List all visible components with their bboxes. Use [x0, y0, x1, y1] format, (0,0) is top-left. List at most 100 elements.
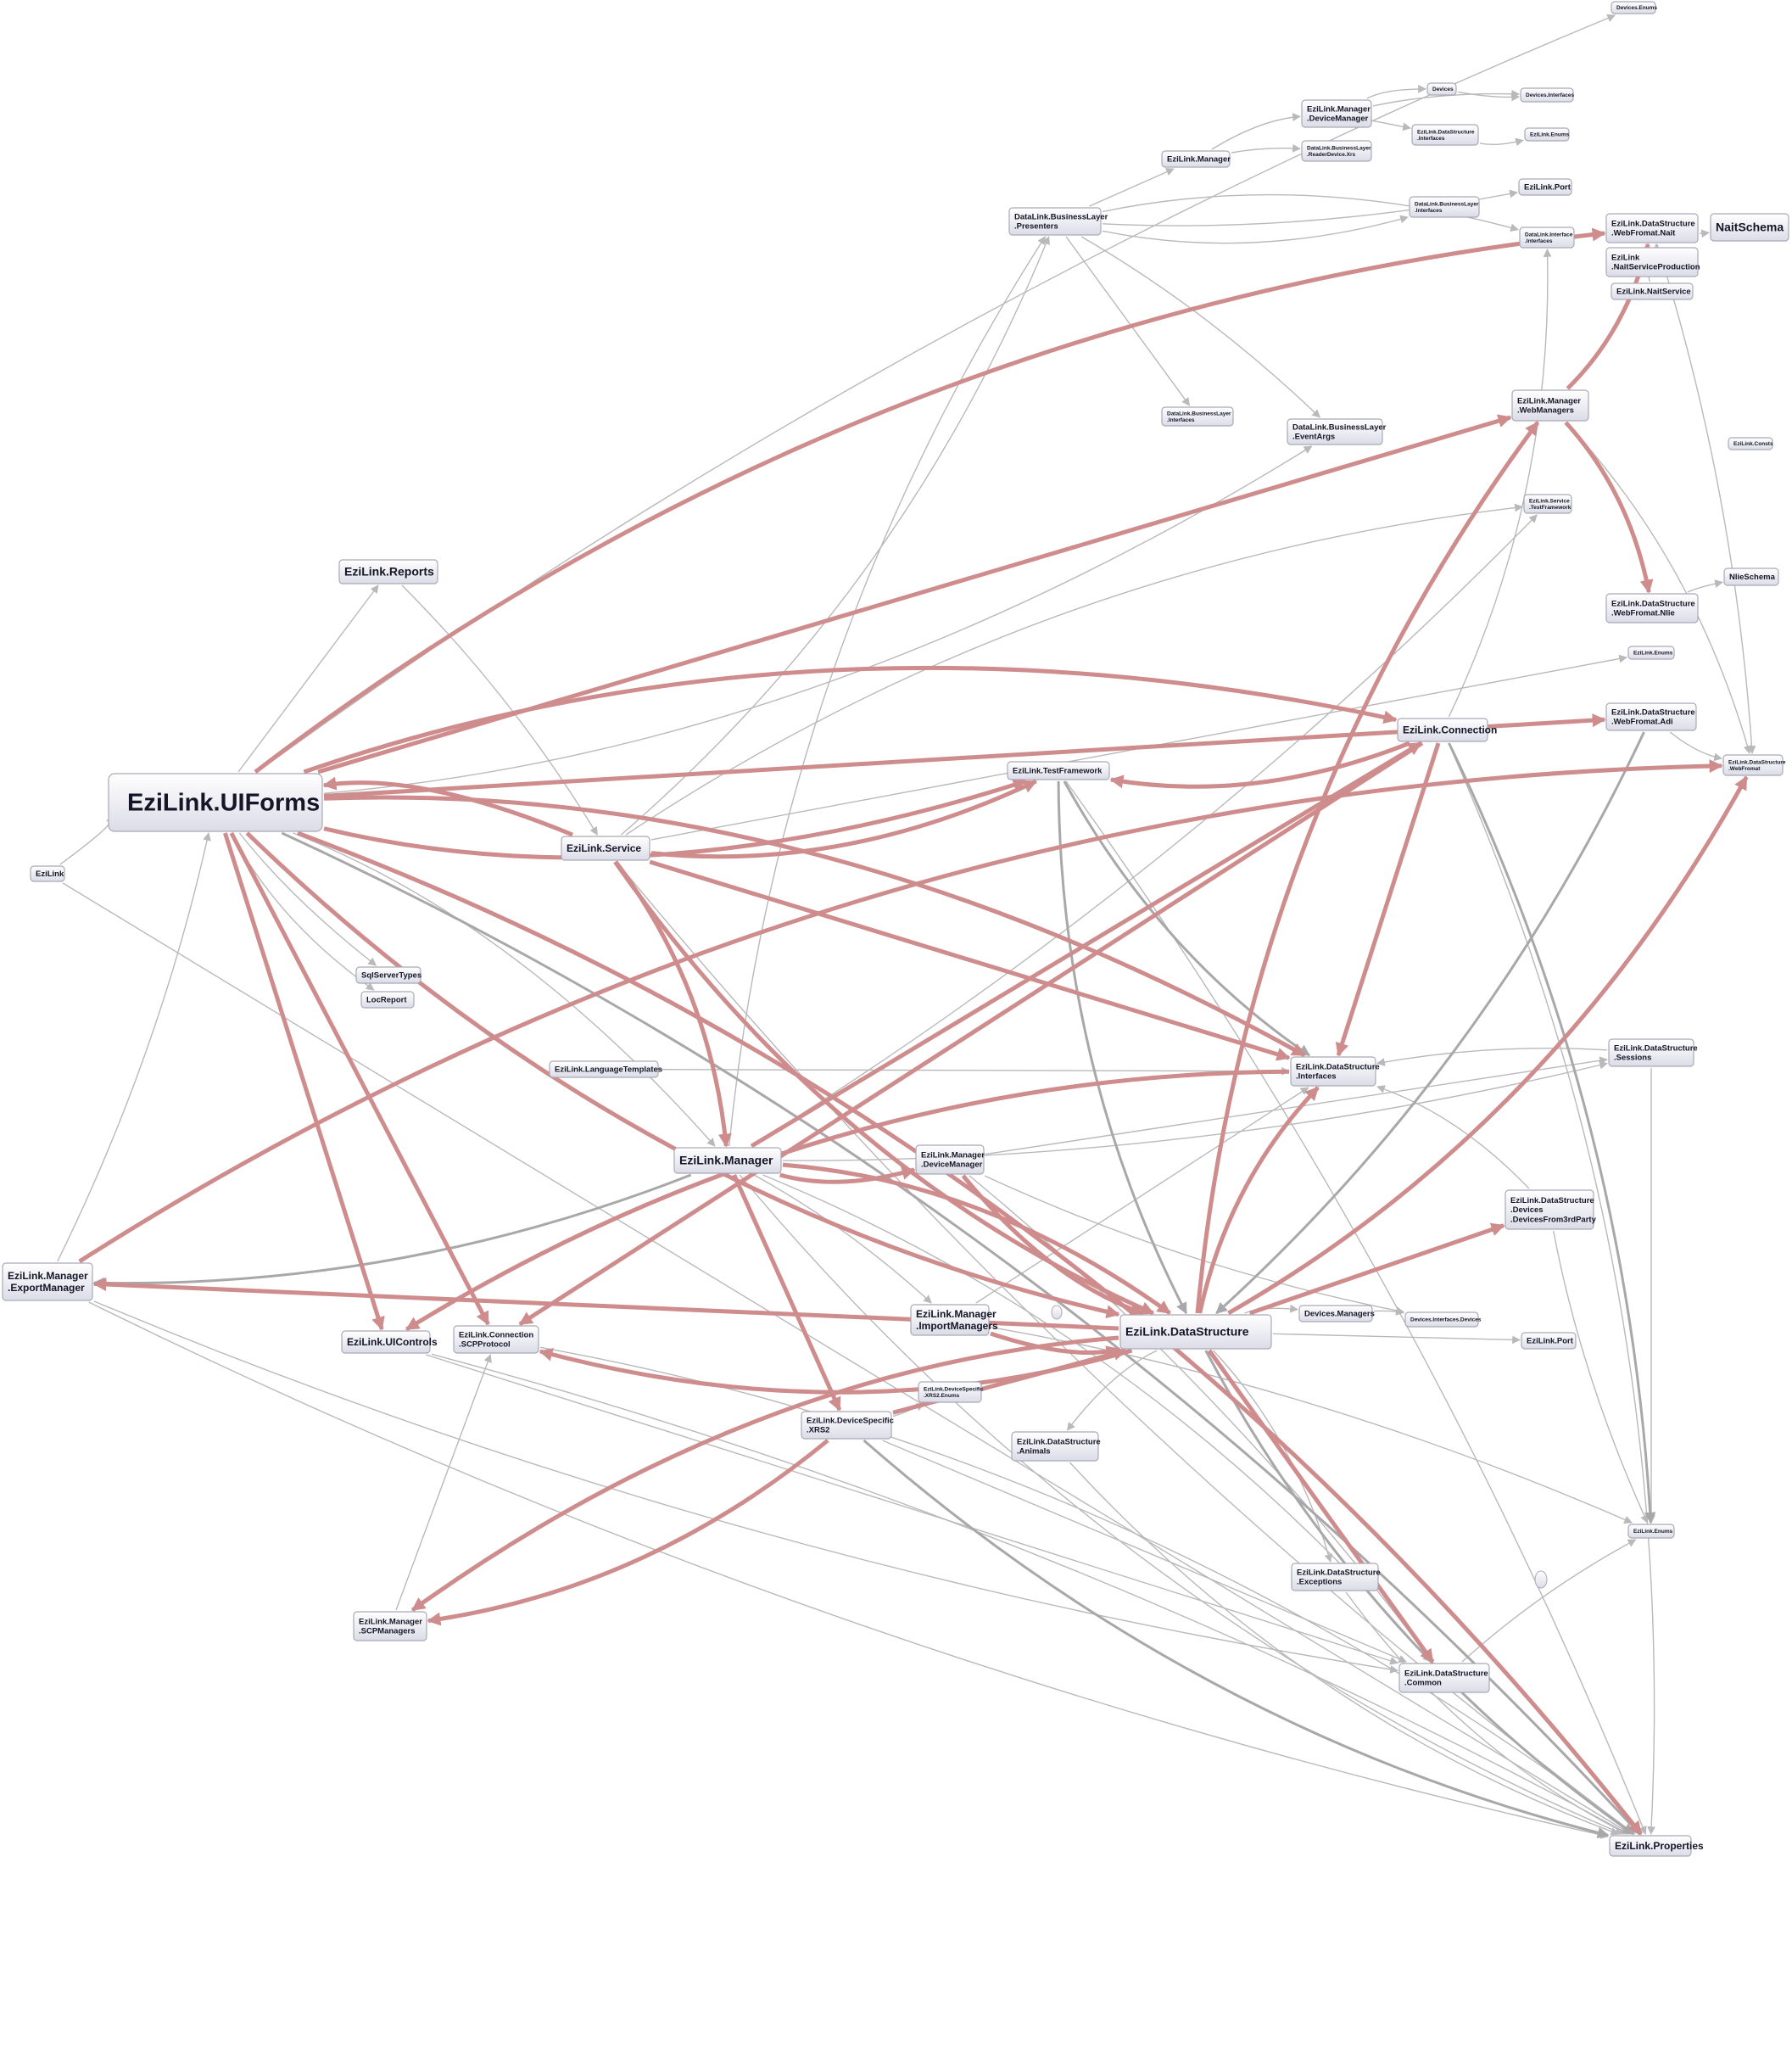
node-ds-exceptions[interactable]: EziLink.DataStructure.Exceptions — [1291, 1563, 1381, 1591]
node-ds-devicesfrom3rdparty[interactable]: EziLink.DataStructure.Devices.DevicesFro… — [1504, 1189, 1597, 1230]
anonymous-node-1[interactable] — [1051, 1305, 1063, 1320]
node-devices-interfaces-devices[interactable]: Devices.Interfaces.Devices — [1404, 1311, 1482, 1328]
dark-edge-testframework-to-ds_interfaces — [1063, 780, 1311, 1057]
node-manager-devicemanager-top[interactable]: EziLink.Manager.DeviceManager — [1301, 99, 1372, 128]
node-datalink-interface-interfaces[interactable]: DataLink.Interface.Interfaces — [1519, 226, 1575, 249]
node-sqlservertypes[interactable]: SqlServerTypes — [355, 966, 421, 984]
node-ezilink-port[interactable]: EziLink.Port — [1521, 1332, 1577, 1350]
node-devices-enums-top[interactable]: Devices.Enums — [1611, 1, 1657, 14]
node-ezilink-manager[interactable]: EziLink.Manager — [673, 1147, 782, 1174]
node-locreport[interactable]: LocReport — [360, 991, 415, 1009]
node-uiforms[interactable]: EziLink.UIForms — [108, 773, 323, 832]
node-manager-exportmanager[interactable]: EziLink.Manager.ExportManager — [2, 1262, 93, 1301]
gray-edge-webfromat_nait-to-datastructure_webfromat — [1656, 243, 1756, 754]
node-label-line: .ImportManagers — [916, 1320, 998, 1332]
node-ezilink-enums-bottom[interactable]: EziLink.Enums — [1627, 1524, 1675, 1539]
node-box — [1627, 1524, 1675, 1539]
node-ezilink-service[interactable]: EziLink.Service — [561, 836, 650, 861]
gray-edge-manager_devicemanager_top-to-ezilink_datastructure_interfaces_top — [1372, 120, 1411, 131]
node-naitschema[interactable]: NaitSchema — [1710, 213, 1789, 242]
node-box — [1605, 593, 1699, 623]
node-box — [1011, 1431, 1099, 1462]
node-box — [1161, 406, 1234, 427]
node-ds-sessions[interactable]: EziLink.DataStructure.Sessions — [1608, 1038, 1698, 1067]
node-ezilink-uicontrols[interactable]: EziLink.UIControls — [341, 1330, 438, 1354]
gray-edge-devices-to-devices_interfaces — [1457, 91, 1520, 102]
node-label-line: EziLink — [1611, 254, 1640, 263]
node-label-line: EziLink.Port — [1524, 183, 1571, 193]
node-label-line: .Interfaces — [1415, 208, 1443, 214]
gray-edge-uiforms-to-datalink_eventargs — [323, 445, 1313, 794]
node-ds-common[interactable]: EziLink.DataStructure.Common — [1398, 1663, 1490, 1693]
node-manager-scpmanagers[interactable]: EziLink.Manager.SCPManagers — [353, 1611, 427, 1641]
node-box — [453, 1325, 539, 1354]
gray-edge-ezilink_reports-to-ezilink_service — [401, 584, 598, 836]
node-ds-animals[interactable]: EziLink.DataStructure.Animals — [1011, 1431, 1101, 1462]
node-webfromat-adi[interactable]: EziLink.DataStructure.WebFromat.Adi — [1605, 702, 1697, 731]
gray-edge-ezilink_datastructure_interfaces_top-to-ezilink_enums_top — [1479, 137, 1524, 147]
node-box — [1409, 196, 1480, 218]
node-ezilink-manager-top[interactable]: EziLink.Manager — [1161, 150, 1231, 168]
node-naitservice[interactable]: EziLink.NaitService — [1611, 282, 1694, 300]
node-ezilink-enums-mid[interactable]: EziLink.Enums — [1627, 646, 1675, 660]
gray-edge-ezilink_manager-to-manager_importmanagers — [753, 1174, 932, 1304]
node-manager-webmanagers[interactable]: EziLink.Manager.WebManagers — [1511, 389, 1589, 422]
node-ezilink-datastructure[interactable]: EziLink.DataStructure — [1119, 1314, 1272, 1350]
node-connection-scpprotocol[interactable]: EziLink.Connection.SCPProtocol — [453, 1325, 539, 1354]
node-label-line: .WebManagers — [1517, 406, 1574, 416]
node-ezilink-root[interactable]: EziLink — [30, 865, 65, 882]
node-label-line: EziLink.Manager — [1517, 397, 1581, 406]
node-ezilink-port-top[interactable]: EziLink.Port — [1518, 178, 1572, 196]
node-devices-interfaces[interactable]: Devices.Interfaces — [1520, 87, 1574, 103]
node-label-line: .WebFromat.Adi — [1611, 718, 1673, 727]
node-label-line: EziLink.Properties — [1615, 1840, 1704, 1852]
node-box — [1611, 1, 1656, 14]
node-label-line: .Exceptions — [1297, 1578, 1342, 1587]
node-devices-managers[interactable]: Devices.Managers — [1298, 1305, 1375, 1322]
node-label-line: DataLink.BusinessLayer — [1167, 411, 1231, 417]
node-naitserviceproduction[interactable]: EziLink.NaitServiceProduction — [1605, 247, 1700, 277]
gray-edge-ezilink_service-to-ezilink_properties — [616, 861, 1636, 1835]
node-ds-interfaces[interactable]: EziLink.DataStructure.Interfaces — [1290, 1056, 1380, 1087]
node-box — [1287, 418, 1383, 445]
node-datalink-bl-interfaces-mid[interactable]: DataLink.BusinessLayer.Interfaces — [1161, 406, 1234, 427]
node-ezilink-consts[interactable]: EziLink.Consts — [1728, 437, 1773, 450]
gray-edge-ezilink_datastructure-to-ezilink_port — [1272, 1333, 1521, 1345]
node-ezilink-reports[interactable]: EziLink.Reports — [338, 559, 438, 584]
red-edge-ezilink_manager-to-devicespecific_xrs2 — [732, 1173, 842, 1412]
node-webfromat-nlie[interactable]: EziLink.DataStructure.WebFromat.Nlie — [1605, 593, 1699, 623]
gray-edge-uiforms-to-devices_enums_top — [256, 14, 1616, 773]
node-devices[interactable]: Devices — [1426, 82, 1457, 96]
node-label-line: EziLink.TestFramework — [1013, 767, 1103, 776]
node-ezilink-connection[interactable]: EziLink.Connection — [1397, 718, 1497, 742]
node-box — [353, 1611, 427, 1641]
node-service-testframework[interactable]: EziLink.Service.TestFramework — [1523, 494, 1572, 514]
node-ezilink-enums-top[interactable]: EziLink.Enums — [1524, 127, 1570, 142]
node-label-line: EziLink.DataStructure — [1510, 1196, 1594, 1205]
node-nlieschema[interactable]: NlieSchema — [1723, 568, 1779, 586]
node-testframework[interactable]: EziLink.TestFramework — [1007, 761, 1110, 780]
node-datalink-bl-interfaces-top[interactable]: DataLink.BusinessLayer.Interfaces — [1409, 196, 1480, 218]
node-ezilink-datastructure-interfaces-top[interactable]: EziLink.DataStructure.Interfaces — [1411, 124, 1479, 146]
node-webfromat-nait[interactable]: EziLink.DataStructure.WebFromat.Nait — [1605, 213, 1699, 243]
node-label-line: .WebFromat.Nlie — [1611, 609, 1675, 618]
node-box — [108, 773, 323, 832]
gray-edge-manager_exportmanager-to-ds_common — [93, 1300, 1398, 1674]
node-datalink-readerdevice[interactable]: DataLink.BusinessLayer.ReaderDevice.Xrs — [1301, 140, 1372, 162]
dark-edge-webfromat_adi-to-ezilink_datastructure — [1215, 731, 1645, 1315]
node-languagetemplates[interactable]: EziLink.LanguageTemplates — [549, 1060, 662, 1078]
node-datastructure-webfromat[interactable]: EziLink.DataStructure.WebFromat — [1722, 754, 1786, 776]
node-box — [1290, 1056, 1376, 1087]
gray-edge-ezilink_manager_top-to-datalink_readerdevice — [1231, 143, 1301, 154]
node-label-line: EziLink.Service — [1529, 498, 1570, 504]
node-manager-devicemanager[interactable]: EziLink.Manager.DeviceManager — [915, 1144, 985, 1175]
anonymous-node-2[interactable] — [1534, 1570, 1548, 1589]
node-box — [1728, 437, 1773, 450]
node-ezilink-properties[interactable]: EziLink.Properties — [1609, 1835, 1704, 1857]
node-datalink-presenters[interactable]: DataLink.BusinessLayer.Presenters — [1008, 207, 1108, 236]
node-datalink-eventargs[interactable]: DataLink.BusinessLayer.EventArgs — [1287, 418, 1387, 445]
node-label-line: EziLink.DataStructure — [1296, 1063, 1380, 1072]
node-devicespecific-xrs2[interactable]: EziLink.DeviceSpecific.XRS2 — [801, 1411, 894, 1440]
node-devicespecific-xrs2-enums[interactable]: EziLink.DeviceSpecific.XRS2.Enums — [918, 1381, 984, 1403]
node-manager-importmanagers[interactable]: EziLink.Manager.ImportManagers — [910, 1304, 998, 1336]
